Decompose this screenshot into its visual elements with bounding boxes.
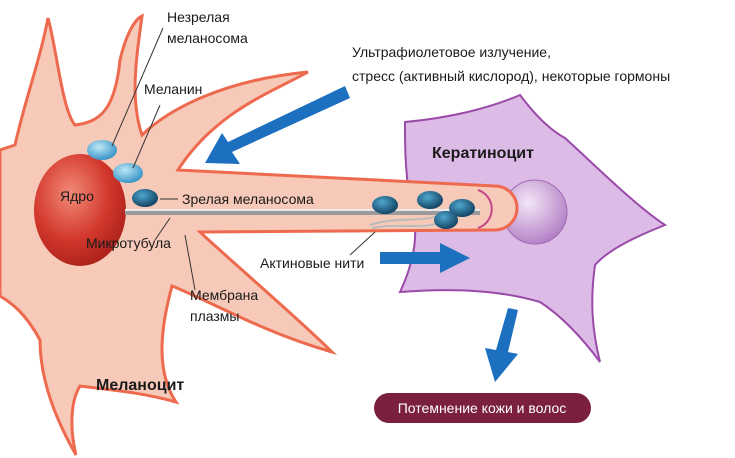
label-microtubule: Микротубула: [86, 235, 171, 251]
result-badge: Потемнение кожи и волос: [374, 393, 591, 423]
melanin-melanosome: [113, 163, 143, 183]
label-uv-line1: Ультрафиолетовое излучение,: [352, 44, 551, 60]
label-mature-melanosome: Зрелая меланосома: [182, 191, 314, 207]
melanosomes: [87, 140, 475, 229]
melanocyte-cell: [0, 13, 519, 456]
melanocyte-nucleus: [34, 154, 126, 266]
leader-lines: [111, 27, 376, 291]
label-uv-line2: стресс (активный кислород), некоторые го…: [352, 68, 670, 84]
label-membrane-2: плазмы: [190, 308, 240, 324]
result-badge-label: Потемнение кожи и волос: [398, 400, 567, 416]
label-membrane-1: Мембрана: [190, 287, 258, 303]
transfer-arrow-icon: [380, 243, 470, 273]
label-keratinocyte: Кератиноцит: [432, 145, 534, 162]
label-actin: Актиновые нити: [260, 255, 364, 271]
darkening-arrow-icon: [485, 308, 518, 382]
immature-melanosome: [87, 140, 117, 160]
label-melanin: Меланин: [144, 81, 202, 97]
label-immature-melanosome-2: меланосома: [167, 30, 248, 46]
keratinocyte-cell: [398, 93, 668, 363]
label-melanocyte: Меланоцит: [96, 377, 184, 394]
label-immature-melanosome-1: Незрелая: [167, 9, 230, 25]
mature-melanosome: [132, 189, 158, 207]
uv-arrow-icon: [205, 86, 350, 164]
label-nucleus: Ядро: [60, 188, 94, 204]
